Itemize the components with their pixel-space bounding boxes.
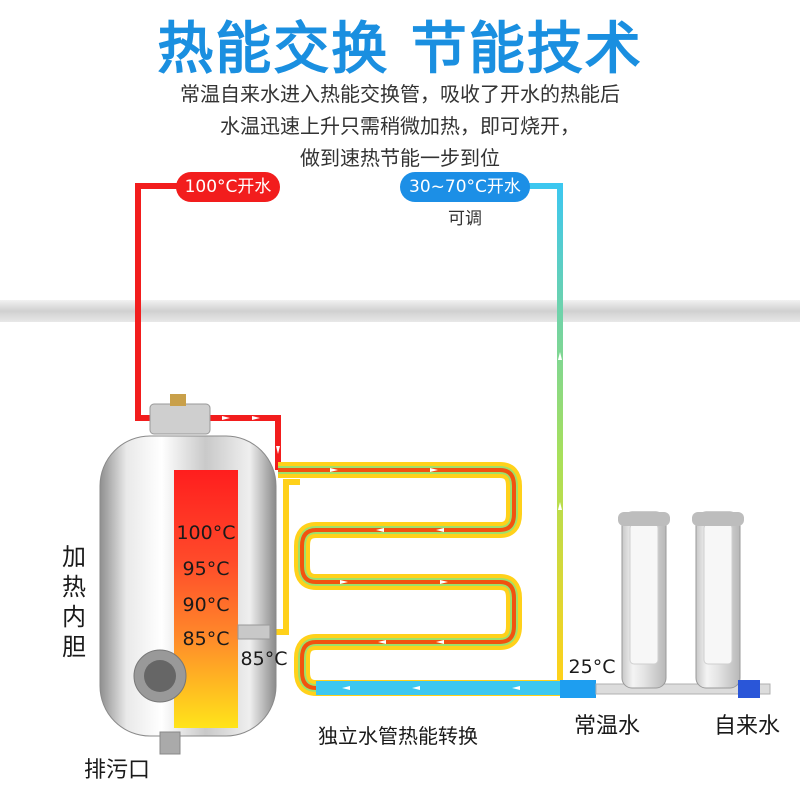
heating-tank [99,394,277,755]
adjustable-label: 可调 [448,209,482,229]
tap-water-label: 自来水 [714,714,781,739]
water-filter-left [618,511,670,689]
mixed-water-label: 30~70°C开水 [400,172,530,202]
tap-inlet-valve [738,680,760,698]
exchange-tube-mid [278,466,560,692]
inner-tank-label: 加热内胆 [62,543,86,661]
inlet-pipe [560,680,596,698]
drain-label: 排污口 [84,758,151,783]
water-filter-right [692,511,744,689]
exchange-tube-inner [278,468,560,690]
hot-water-line [135,183,178,412]
hot-water-label: 100°C开水 [176,172,280,202]
flow-arrows [222,352,562,690]
exit-temp-label: 85°C [240,648,288,670]
page-title: 热能交换 节能技术 [157,17,643,82]
description-line-3: 做到速热节能一步到位 [300,146,500,170]
exchange-label: 独立水管热能转换 [318,724,478,748]
inlet-temp-label: 25°C [568,656,616,678]
mixed-water-line [528,183,563,680]
counter-shelf [0,300,800,322]
tank-temp-85: 85°C [182,628,230,650]
room-water-label: 常温水 [574,714,641,739]
description-line-2: 水温迅速上升只需稍微加热，即可烧开， [220,114,580,138]
tank-temp-95: 95°C [182,558,230,580]
filter-manifold [595,683,771,695]
tank-temp-100: 100°C [176,522,236,544]
description-line-1: 常温自来水进入热能交换管，吸收了开水的热能后 [180,82,620,106]
return-pipe [270,479,300,635]
tank-temp-90: 90°C [182,594,230,616]
